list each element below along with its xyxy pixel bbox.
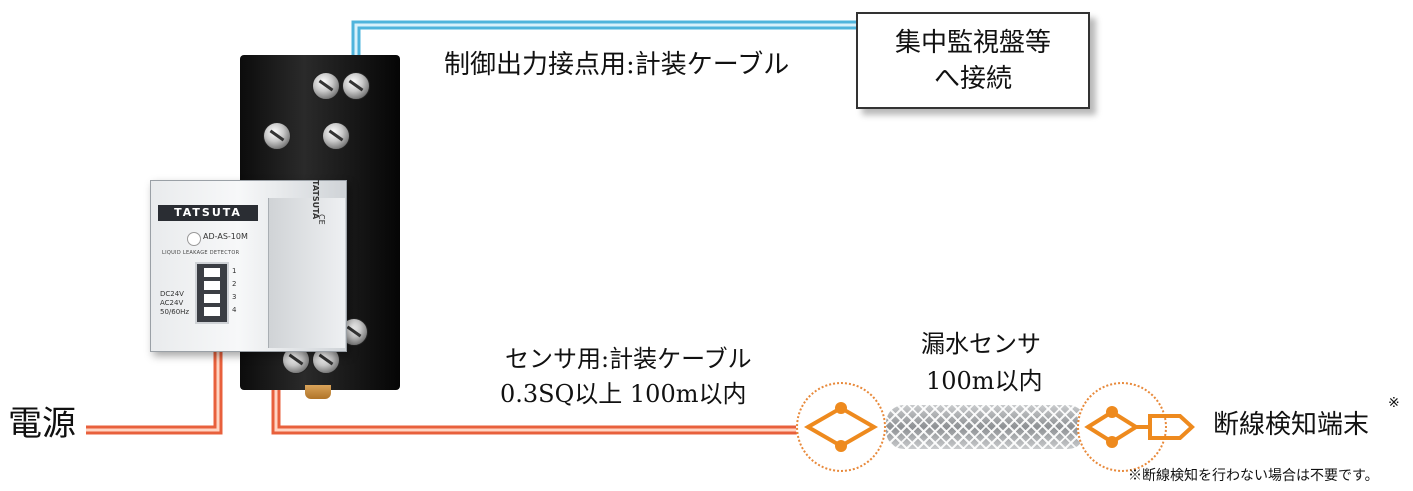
terminal-number: 3: [232, 293, 237, 301]
module-subtitle: LIQUID LEAKAGE DETECTOR: [162, 250, 240, 256]
terminal-number: 4: [232, 306, 237, 314]
spec-ac: AC24V: [160, 299, 184, 307]
status-led: [187, 232, 201, 246]
leak-sensor-label-line1: 漏水センサ: [921, 330, 1041, 358]
monitor-panel-label-line1: 集中監視盤等: [894, 27, 1051, 58]
control-cable-label: 制御出力接点用:計装ケーブル: [444, 50, 790, 80]
sensor-cable-label-line2: 0.3SQ以上 100m以内: [500, 380, 747, 408]
monitor-panel-label-line2: へ接続: [933, 63, 1012, 94]
module-brand: TATSUTA: [158, 205, 258, 221]
terminal-block: [195, 262, 229, 324]
module-spec: DC24V AC24V 50/60Hz: [160, 290, 189, 317]
leak-sensor-label-line2: 100m以内: [926, 367, 1043, 395]
sensor-end-circle: [1077, 382, 1167, 472]
terminal-screw: [312, 72, 340, 100]
diamond-node-icon: [803, 402, 879, 452]
break-terminal-asterisk: ※: [1388, 395, 1400, 411]
power-label: 電源: [8, 404, 76, 444]
footnote: ※断線検知を行わない場合は不要です。: [1128, 468, 1379, 484]
terminal-screw: [342, 72, 370, 100]
sensor-cable-label-line1: センサ用:計装ケーブル: [505, 345, 752, 373]
detector-module-side: [268, 198, 345, 348]
spec-freq: 50/60Hz: [160, 308, 190, 316]
sensor-plug: [305, 385, 331, 399]
spec-dc: DC24V: [160, 290, 184, 298]
monitor-panel-box: 集中監視盤等 へ接続: [856, 12, 1090, 109]
break-terminal-label: 断線検知端末: [1213, 410, 1370, 440]
terminal-number: 1: [232, 267, 237, 275]
terminal-screw: [322, 122, 350, 150]
end-terminal-icon: [1084, 406, 1195, 448]
terminal-number: 2: [232, 280, 237, 288]
leak-sensor-cable: [886, 405, 1086, 449]
module-model: AD-AS-10M: [203, 232, 248, 241]
terminal-screw: [263, 122, 291, 150]
